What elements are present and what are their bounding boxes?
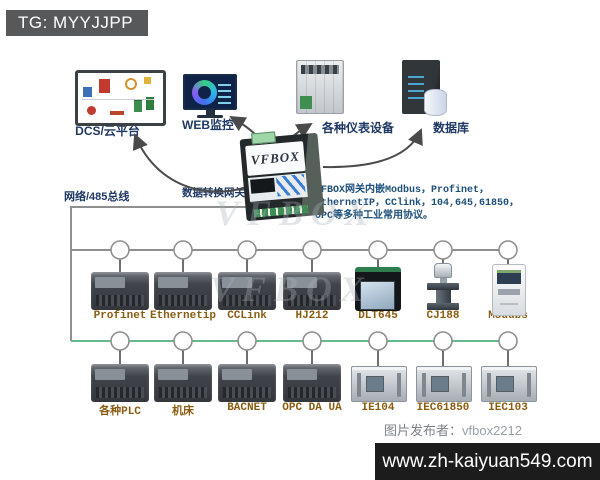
- power-meter-icon: [355, 267, 401, 311]
- site-url: www.zh-kaiyuan549.com: [382, 450, 593, 472]
- description-line: VFBOX网关内嵌Modbus，Profinet，: [315, 185, 490, 196]
- bus1-connectors: [110, 240, 518, 260]
- scada-shape: [83, 87, 92, 97]
- flow-meter-head: [434, 263, 452, 278]
- device-label: CCLink: [227, 310, 267, 322]
- plc-icon: [218, 272, 276, 310]
- scada-shape: [144, 77, 151, 84]
- gateway-connector: [251, 131, 276, 145]
- plc-icon: [154, 364, 212, 402]
- device-label: CJ188: [426, 310, 460, 322]
- plc-icon: [283, 272, 341, 310]
- publisher-name: vfbox2212: [462, 423, 522, 438]
- gateway-icon: VFBOX: [239, 131, 325, 222]
- monitor-stand: [205, 110, 215, 115]
- device-label: OPC DA UA: [282, 402, 342, 414]
- plc-icon: [154, 272, 212, 310]
- web-dashboard-icon: [183, 74, 237, 120]
- gateway-nameplate: VFBOX: [245, 141, 306, 176]
- rack-server-icon: [351, 366, 407, 402]
- scada-shape: [110, 111, 124, 115]
- device-label: Ethernetip: [149, 310, 216, 322]
- web-label: WEB监控: [182, 118, 234, 132]
- device-label: BACNET: [227, 402, 267, 414]
- flow-meter-icon: [425, 263, 461, 315]
- database-label: 数据库: [432, 121, 469, 135]
- instrument-icon: [296, 60, 344, 114]
- rack-server-icon: [416, 366, 472, 402]
- flow-meter-tube: [435, 290, 451, 303]
- plc-icon: [283, 364, 341, 402]
- scada-shape: [134, 99, 142, 112]
- device-label: IE104: [361, 402, 395, 414]
- bus2-stubs: [119, 350, 509, 366]
- gauge-icon: [192, 80, 217, 105]
- scada-monitor-icon: [75, 70, 166, 126]
- publisher-credit: 图片发布者：vfbox2212: [358, 420, 548, 439]
- monitor-base: [197, 115, 223, 118]
- tg-badge: TG: MYYJJPP: [6, 10, 148, 36]
- device-label: Profinet: [93, 310, 147, 322]
- instrument-label: 各种仪表设备: [321, 121, 394, 135]
- arrow-to-database: [322, 128, 423, 169]
- scada-shape: [99, 79, 110, 93]
- bus-label: 网络/485总线: [64, 191, 130, 203]
- device-label: 各种PLC: [99, 406, 141, 418]
- server-slots: [408, 72, 424, 99]
- scada-shape: [87, 106, 96, 115]
- database-cylinder: [424, 89, 447, 116]
- device-label: DLT645: [358, 310, 398, 322]
- scada-shape: [82, 99, 154, 100]
- flow-meter-flange: [427, 303, 459, 310]
- bus2-connectors: [110, 331, 518, 351]
- rack-server-icon: [481, 366, 537, 402]
- description-line: EthernetIP，CClink，104,645,61850，: [315, 198, 520, 209]
- plc-icon: [218, 364, 276, 402]
- gateway-description: VFBOX网关内嵌Modbus，Profinet， EthernetIP，CCl…: [315, 184, 535, 223]
- device-label: 机床: [172, 406, 194, 418]
- gateway-display: [250, 177, 276, 194]
- scada-shape: [125, 78, 137, 90]
- gateway-stripes: [275, 174, 306, 197]
- scada-shape: [146, 97, 154, 110]
- dcs-label: DCS/云平台: [75, 124, 140, 138]
- device-label: IEC103: [488, 402, 528, 414]
- flow-meter-neck: [439, 278, 447, 283]
- plc-icon: [91, 364, 149, 402]
- gateway-front: [247, 172, 308, 202]
- device-label: HJ212: [295, 310, 329, 322]
- device-label: IEC61850: [416, 402, 470, 414]
- publisher-label: 图片发布者：: [383, 423, 462, 438]
- energy-meter-icon: [492, 264, 526, 316]
- dashboard-screen: [183, 74, 237, 110]
- site-watermark-bar: www.zh-kaiyuan549.com: [375, 443, 600, 480]
- plc-icon: [91, 272, 149, 310]
- flow-meter-flange: [427, 283, 459, 290]
- database-icon: [402, 60, 447, 116]
- description-line: OPC等多种工业常用协议。: [315, 211, 434, 222]
